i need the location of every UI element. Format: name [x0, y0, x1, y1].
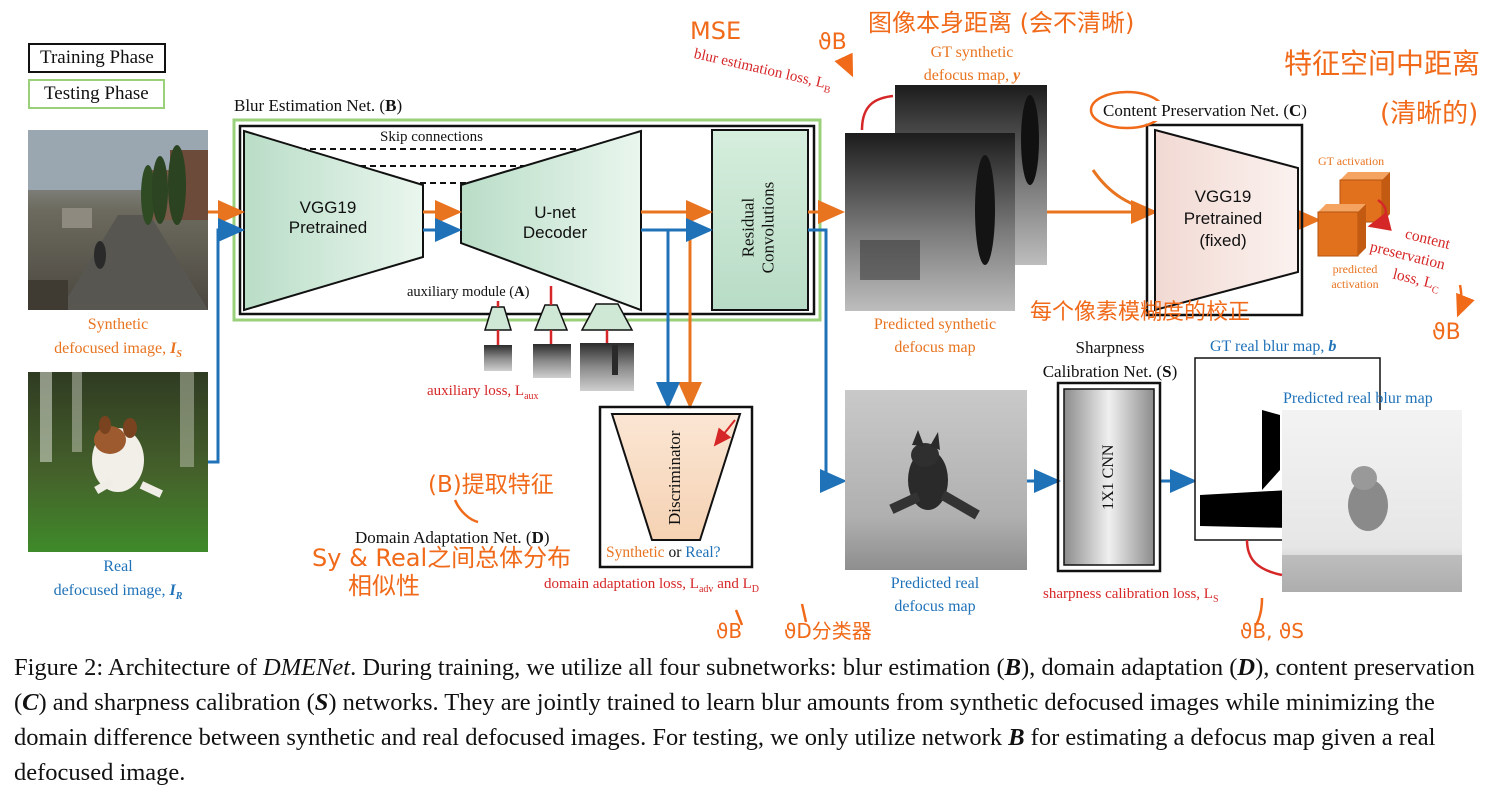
- domain-loss-arrow: [713, 419, 736, 447]
- annotation-feature-distance: 特征空间中距离: [1284, 47, 1481, 80]
- content-net-frame: [1145, 123, 1304, 317]
- real-input-label: Real defocused image, IR: [53, 558, 183, 603]
- predicted-real-defocus-map: [845, 390, 1027, 570]
- vgg19-encoder: [243, 129, 424, 312]
- real-flow-arrows: [208, 218, 1197, 493]
- annotation-theta-bs: ϑB, ϑS: [1240, 619, 1304, 643]
- predicted-activation-cube: [1317, 204, 1366, 257]
- content-net-title: Content Preservation Net. (C): [1103, 101, 1307, 121]
- auxiliary-loss-label: auxiliary loss, Laux: [427, 383, 539, 402]
- discriminator-label: Discriminator: [665, 430, 685, 525]
- gt-synthetic-label: GT synthetic defocus map, y: [923, 44, 1021, 84]
- annotation-feature-extract: (B)提取特征: [428, 472, 554, 498]
- aux-output-maps: [484, 343, 634, 391]
- synthetic-input-image: [28, 130, 208, 310]
- blur-net-title: Blur Estimation Net. (B): [234, 96, 403, 115]
- predicted-synthetic-defocus-map: [845, 133, 1015, 311]
- discriminator-question: Synthetic or Real?: [606, 544, 721, 561]
- architecture-diagram: [28, 52, 1475, 626]
- legend-testing-phase: Testing Phase: [28, 79, 165, 109]
- synthetic-input-label: Synthetic defocused image, IS: [54, 316, 182, 361]
- predicted-real-blur-map: [1282, 410, 1462, 592]
- sharpness-net-title: Sharpness Calibration Net. (S): [1042, 338, 1178, 381]
- sharpness-calibration-loss-label: sharpness calibration loss, LS: [1043, 586, 1219, 605]
- 1x1-cnn-block: [1063, 388, 1155, 566]
- sharpness-net-frame: [1056, 381, 1162, 573]
- annotation-pixel-blur: 每个像素模糊度的校正: [1030, 300, 1251, 325]
- 1x1-cnn-label: 1X1 CNN: [1099, 444, 1117, 510]
- auxiliary-module-label: auxiliary module (A): [407, 284, 530, 301]
- sharpness-loss-connector: [1245, 539, 1283, 577]
- blur-loss-connector: [860, 94, 894, 131]
- discriminator-shape: [610, 413, 742, 541]
- real-input-image: [28, 372, 208, 552]
- gt-real-blur-map-label: GT real blur map, b: [1210, 338, 1337, 355]
- annotation-theta-b-1: ϑB: [818, 30, 847, 55]
- domain-net-title: Domain Adaptation Net. (D): [355, 528, 550, 547]
- annotation-distribution-similarity: Sy & Real之间总体分布 相似性: [312, 544, 572, 600]
- skip-connections-label: Skip connections: [380, 129, 483, 145]
- content-loss-arc: [1367, 198, 1392, 231]
- annotation-theta-b-2: ϑB: [1432, 320, 1461, 345]
- annotation-mse: MSE: [690, 17, 742, 45]
- annotation-image-distance: 图像本身距离 (会不清晰): [868, 9, 1135, 37]
- gt-activation-label: GT activation: [1318, 154, 1385, 168]
- discriminator-frame: [598, 405, 754, 569]
- residual-convolutions-block: [711, 129, 809, 311]
- auxiliary-modules: [483, 303, 634, 331]
- vgg19-fixed-encoder: [1154, 128, 1299, 312]
- legend-training-phase: Training Phase: [28, 43, 166, 73]
- annotation-clear: (清晰的): [1380, 99, 1479, 129]
- domain-adaptation-loss-label: domain adaptation loss, Ladv and LD: [544, 576, 759, 595]
- predicted-real-blur-map-label: Predicted real blur map: [1283, 390, 1433, 407]
- annotation-theta-d: ϑD分类器: [784, 619, 872, 643]
- annotation-theta-b-3: ϑB: [716, 619, 743, 643]
- figure-caption: Figure 2: Architecture of DMENet. During…: [14, 654, 1481, 786]
